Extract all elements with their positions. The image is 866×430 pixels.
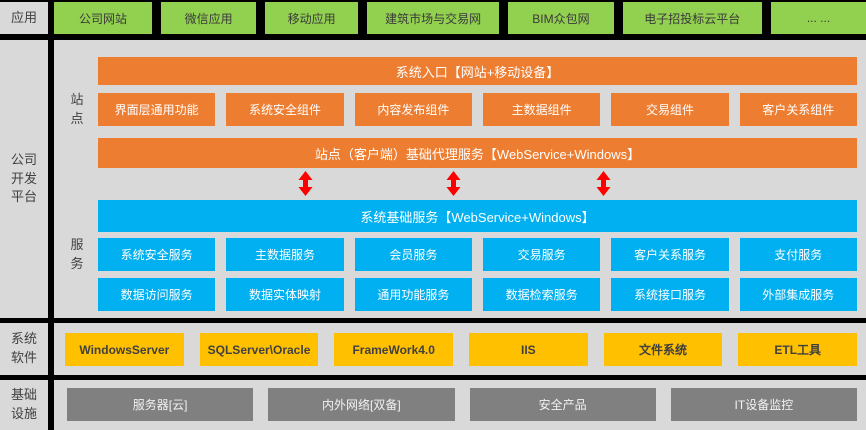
layer-label-infrastructure-text: 基础设施: [10, 387, 37, 421]
software-box-windows-server: WindowsServer: [65, 333, 184, 366]
sublayer-label-services: 服务: [64, 237, 90, 271]
service-box-data-retrieval: 数据检索服务: [482, 278, 601, 311]
site-proxy-bar: 站点（客户端）基础代理服务【WebService+Windows】: [98, 138, 857, 168]
sublayer-label-site-text: 站点: [70, 92, 84, 126]
service-box-customer-relations: 客户关系服务: [611, 238, 729, 271]
layer-label-system-software-text: 系统软件: [10, 331, 37, 365]
infra-box-it-equipment-monitoring: IT设备监控: [670, 388, 857, 421]
app-box-construction-market: 建筑市场与交易网: [367, 2, 500, 34]
app-box-e-bidding-cloud: 电子招投标云平台: [622, 2, 762, 34]
double-arrow-icon: [596, 171, 611, 196]
service-box-membership: 会员服务: [354, 238, 472, 271]
service-box-external-integration: 外部集成服务: [739, 278, 857, 311]
component-box-customer-relations: 客户关系组件: [739, 93, 857, 126]
service-box-system-interface: 系统接口服务: [611, 278, 729, 311]
service-box-master-data: 主数据服务: [226, 238, 344, 271]
system-base-services-bar: 系统基础服务【WebService+Windows】: [98, 200, 857, 232]
infra-box-cloud-servers: 服务器[云]: [67, 388, 254, 421]
infrastructure-row: 服务器[云] 内外网络[双备] 安全产品 IT设备监控: [67, 388, 857, 421]
component-box-content-publishing: 内容发布组件: [354, 93, 472, 126]
software-box-etl-tools: ETL工具: [738, 333, 858, 366]
service-box-data-entity-mapping: 数据实体映射: [226, 278, 344, 311]
service-box-data-access: 数据访问服务: [98, 278, 216, 311]
layer-label-system-software: 系统软件: [0, 323, 48, 375]
services-row-1: 系统安全服务 主数据服务 会员服务 交易服务 客户关系服务 支付服务: [98, 238, 857, 271]
service-box-payment: 支付服务: [739, 238, 857, 271]
app-box-company-website: 公司网站: [54, 2, 153, 34]
layer-label-dev-platform: 公司开发平台: [0, 40, 48, 318]
site-components-row: 界面层通用功能 系统安全组件 内容发布组件 主数据组件 交易组件 客户关系组件: [98, 93, 857, 126]
app-box-wechat-app: 微信应用: [161, 2, 257, 34]
application-apps-row: 公司网站 微信应用 移动应用 建筑市场与交易网 BIM众包网 电子招投标云平台 …: [54, 2, 866, 34]
dev-platform-panel: 站点 系统入口【网站+移动设备】 界面层通用功能 系统安全组件 内容发布组件 主…: [54, 40, 866, 318]
layer-label-application: 应用: [0, 2, 48, 34]
services-row-2: 数据访问服务 数据实体映射 通用功能服务 数据检索服务 系统接口服务 外部集成服…: [98, 278, 857, 311]
layer-label-infrastructure: 基础设施: [0, 380, 48, 430]
service-box-common-functions: 通用功能服务: [354, 278, 472, 311]
infra-box-internal-external-network: 内外网络[双备]: [268, 388, 455, 421]
infrastructure-panel: 服务器[云] 内外网络[双备] 安全产品 IT设备监控: [54, 380, 866, 430]
system-software-panel: WindowsServer SQLServer\Oracle FrameWork…: [54, 323, 866, 375]
component-box-master-data: 主数据组件: [482, 93, 601, 126]
system-entry-bar: 系统入口【网站+移动设备】: [98, 57, 857, 85]
app-box-bim-crowdsourcing: BIM众包网: [508, 2, 614, 34]
sublayer-label-services-text: 服务: [70, 237, 84, 271]
double-arrow-icon: [446, 171, 461, 196]
system-software-row: WindowsServer SQLServer\Oracle FrameWork…: [65, 333, 858, 366]
software-box-file-system: 文件系统: [603, 333, 723, 366]
component-box-ui-common: 界面层通用功能: [98, 93, 216, 126]
sublayer-label-site: 站点: [64, 92, 90, 126]
component-box-trading: 交易组件: [611, 93, 729, 126]
app-box-ellipsis: ... ...: [771, 2, 866, 34]
service-box-system-security: 系统安全服务: [98, 238, 216, 271]
layer-label-application-text: 应用: [10, 9, 37, 25]
software-box-sqlserver-oracle: SQLServer\Oracle: [199, 333, 319, 366]
double-arrow-icon: [298, 171, 313, 196]
service-box-trading: 交易服务: [482, 238, 601, 271]
software-box-framework: FrameWork4.0: [334, 333, 454, 366]
app-box-mobile-app: 移动应用: [265, 2, 359, 34]
software-box-iis: IIS: [469, 333, 588, 366]
infra-box-security-products: 安全产品: [469, 388, 656, 421]
layer-label-dev-platform-text: 公司开发平台: [10, 151, 37, 205]
component-box-system-security: 系统安全组件: [226, 93, 344, 126]
